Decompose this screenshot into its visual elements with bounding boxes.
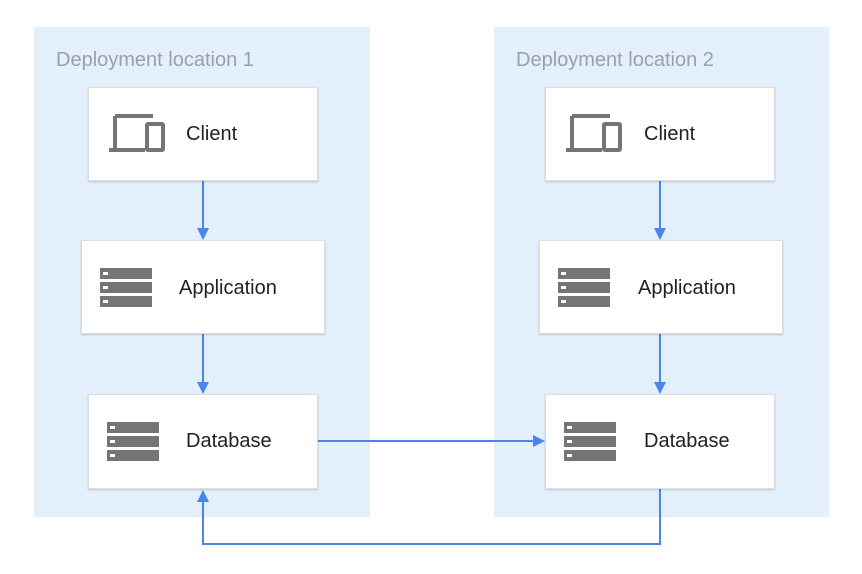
application-1-label: Application — [179, 277, 277, 299]
application-2-label: Application — [638, 277, 736, 299]
client-2-label: Client — [644, 123, 696, 145]
application-node-1: Application — [81, 240, 325, 334]
server-icon — [107, 422, 159, 461]
database-2-label: Database — [644, 430, 730, 452]
devices-icon — [566, 114, 622, 152]
client-node-1: Client — [88, 87, 318, 181]
application-node-2: Application — [539, 240, 783, 334]
database-node-2: Database — [545, 394, 775, 489]
arrow-db2-to-db1 — [197, 489, 661, 545]
server-icon — [558, 268, 610, 307]
database-1-label: Database — [186, 430, 272, 452]
region-2-title: Deployment location 2 — [516, 49, 714, 71]
devices-icon — [109, 114, 165, 152]
server-icon — [100, 268, 152, 307]
client-node-2: Client — [545, 87, 775, 181]
region-1-title: Deployment location 1 — [56, 49, 254, 71]
client-1-label: Client — [186, 123, 238, 145]
database-node-1: Database — [88, 394, 318, 489]
server-icon — [564, 422, 616, 461]
